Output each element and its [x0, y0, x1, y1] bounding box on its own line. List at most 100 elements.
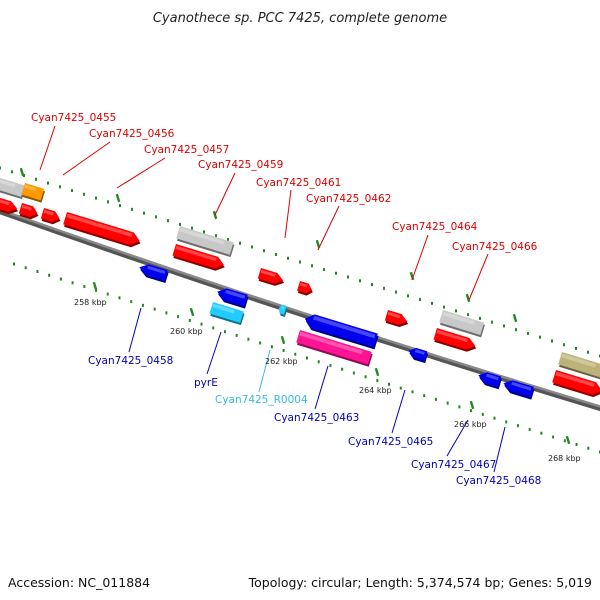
reverse-gene-label[interactable]: Cyan7425_0468	[456, 475, 541, 487]
forward-gene-label[interactable]: Cyan7425_0462	[306, 193, 391, 205]
upper-dot	[59, 185, 61, 189]
forward-leader-line	[39, 125, 56, 171]
reverse-leader-line	[446, 419, 469, 457]
gene-red[interactable]	[18, 203, 40, 221]
reverse-gene-label[interactable]: Cyan7425_R0004	[215, 394, 308, 406]
lower-dot	[458, 405, 461, 409]
lower-dot	[306, 356, 308, 360]
lower-dot	[563, 439, 566, 443]
upper-dot	[527, 331, 529, 335]
gene-blue[interactable]	[501, 378, 535, 400]
gene-grey[interactable]	[439, 310, 486, 338]
position-dots	[0, 166, 600, 454]
gene-blue[interactable]	[302, 312, 379, 350]
forward-gene-label[interactable]: Cyan7425_0464	[392, 221, 478, 233]
gene-red[interactable]	[63, 212, 143, 250]
upper-dot	[131, 207, 133, 211]
upper-dot	[551, 339, 553, 343]
gene-blue-body	[304, 314, 378, 348]
reverse-gene-label[interactable]: Cyan7425_0467	[411, 459, 496, 471]
reverse-gene-label[interactable]: Cyan7425_0458	[88, 355, 173, 367]
lower-dot	[200, 322, 203, 326]
gene-cyan[interactable]	[209, 302, 245, 326]
forward-leader-line	[317, 205, 340, 251]
reverse-gene-label[interactable]: pyrE	[194, 377, 218, 389]
major-tick	[92, 281, 98, 291]
lower-dot	[118, 296, 121, 300]
gene-red-body	[63, 212, 140, 245]
gene-orange[interactable]	[21, 183, 46, 203]
gene-pink[interactable]	[296, 330, 374, 367]
gene-blue[interactable]	[137, 262, 169, 284]
lower-dot	[493, 416, 496, 420]
gene-red-body	[297, 281, 312, 294]
upper-dot	[83, 192, 85, 196]
gene-red[interactable]	[0, 196, 20, 216]
gene-blue-body	[478, 372, 502, 387]
lower-dot	[516, 424, 519, 428]
forward-gene-label[interactable]: Cyan7425_0461	[256, 177, 341, 189]
gene-red-highlight	[0, 197, 10, 206]
major-tick	[19, 167, 25, 177]
upper-dot	[491, 320, 493, 324]
forward-gene-label[interactable]: Cyan7425_0459	[198, 159, 283, 171]
lower-dot	[587, 446, 590, 450]
gene-blue[interactable]	[476, 370, 502, 390]
gene-red-highlight	[66, 213, 133, 238]
upper-dot	[179, 222, 181, 226]
gene-cyan[interactable]	[277, 304, 288, 318]
kbp-tick-label: 264 kbp	[359, 386, 392, 395]
forward-gene-label[interactable]: Cyan7425_0466	[452, 241, 538, 253]
gene-grey-body	[439, 310, 485, 336]
lower-dot	[153, 307, 156, 311]
gene-blue-highlight	[414, 349, 425, 355]
reverse-gene-label[interactable]: Cyan7425_0465	[348, 436, 433, 448]
gene-grey-body	[176, 226, 234, 255]
upper-dot	[191, 226, 193, 230]
upper-dot	[467, 313, 469, 317]
gene-blue[interactable]	[215, 286, 249, 309]
gene-red-body	[40, 208, 60, 222]
forward-gene-label[interactable]: Cyan7425_0456	[89, 128, 175, 140]
lower-dot	[364, 375, 367, 379]
reverse-gene-label[interactable]: Cyan7425_0463	[274, 412, 359, 424]
lower-dot	[341, 367, 344, 371]
lower-dot	[247, 337, 250, 341]
lower-dot	[376, 379, 379, 383]
gene-red[interactable]	[384, 310, 410, 329]
upper-dot	[11, 170, 13, 174]
gene-red[interactable]	[433, 328, 479, 354]
lower-dot	[423, 394, 426, 398]
major-tick	[315, 239, 321, 249]
gene-red[interactable]	[296, 281, 314, 297]
lower-dot	[470, 409, 473, 413]
gene-red[interactable]	[172, 244, 227, 273]
gene-red[interactable]	[552, 370, 600, 399]
lower-dot	[83, 285, 86, 289]
lower-dot	[130, 300, 133, 304]
upper-dot	[71, 189, 73, 193]
major-tick	[565, 435, 571, 445]
gene-red[interactable]	[40, 208, 62, 226]
lower-dot	[188, 318, 191, 322]
upper-dot	[263, 249, 265, 253]
gene-olive[interactable]	[558, 352, 600, 380]
gene-red[interactable]	[257, 268, 286, 288]
reverse-leader-line	[493, 426, 506, 473]
lower-dot	[24, 266, 27, 270]
genome-backbone	[0, 208, 600, 412]
upper-dot	[335, 271, 337, 275]
upper-dot	[503, 324, 505, 328]
gene-grey[interactable]	[176, 226, 235, 258]
gene-grey[interactable]	[0, 176, 26, 200]
forward-gene-label[interactable]: Cyan7425_0457	[144, 144, 229, 156]
forward-gene-label[interactable]: Cyan7425_0455	[31, 112, 116, 124]
kbp-tick-label: 262 kbp	[265, 357, 298, 366]
lower-dot	[388, 382, 391, 386]
gene-red-body	[0, 196, 18, 212]
lower-dot	[352, 371, 355, 375]
gene-blue[interactable]	[406, 346, 429, 364]
major-tick	[115, 193, 121, 203]
lower-dot	[540, 431, 543, 435]
